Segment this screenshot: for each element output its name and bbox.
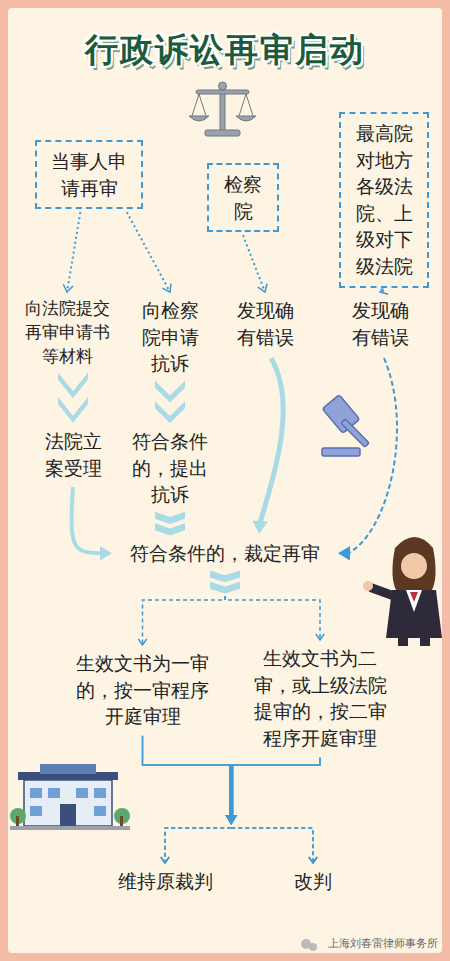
dotted-line <box>67 212 80 292</box>
node-text: 检察院 <box>217 171 269 224</box>
step-text: 符合条件的，裁定再审 <box>118 540 332 567</box>
arrow-head <box>161 857 169 863</box>
merge-arrow <box>229 765 233 816</box>
chevron-arrow <box>155 512 185 524</box>
node-text: 符合条件的，裁定再审 <box>118 540 332 567</box>
connector <box>143 736 318 863</box>
arrow-head <box>338 546 350 560</box>
source-box: 最高院对地方各级法院、上级对下级法院 <box>339 112 429 288</box>
arrow-head <box>252 521 268 534</box>
chevron-arrow <box>155 381 185 403</box>
arrow-head <box>309 857 317 863</box>
chevron-arrow <box>155 523 185 535</box>
arrow-head <box>316 634 324 640</box>
merge-line <box>231 757 320 765</box>
gavel-icon <box>322 395 369 456</box>
watermark-icon <box>301 939 317 951</box>
arrow-head <box>258 284 267 292</box>
step-text: 法院立案受理 <box>40 428 106 481</box>
connector <box>252 358 283 534</box>
diagram-title: 行政诉讼再审启动 <box>0 28 450 73</box>
step-text: 符合条件的，提出抗诉 <box>125 428 215 508</box>
connector <box>225 596 324 640</box>
node-text: 生效文书为一审的，按一审程序开庭审理 <box>75 650 210 730</box>
connector <box>143 736 238 863</box>
lawyer-figure <box>363 537 442 646</box>
bracket-line <box>143 596 226 645</box>
bracket-line <box>225 596 320 640</box>
connector <box>138 571 240 645</box>
arrow-head <box>138 639 146 645</box>
dashed-curve <box>348 358 397 553</box>
arrow-head <box>225 815 237 825</box>
node-text: 发现确有错误 <box>232 297 298 350</box>
bracket-line <box>231 828 313 863</box>
court-building <box>10 764 130 830</box>
chevron-arrow <box>58 372 88 398</box>
merge-arrow <box>229 765 233 816</box>
step-text: 向检察院申请抗诉 <box>136 297 204 377</box>
source-box: 检察院 <box>207 163 279 232</box>
merge-line <box>143 736 232 765</box>
merge-arrow <box>229 765 233 816</box>
node-text: 符合条件的，提出抗诉 <box>125 428 215 508</box>
arrow-head <box>225 815 237 825</box>
merge-arrow <box>229 765 233 816</box>
node-text: 维持原裁判 <box>110 868 220 895</box>
chevron-arrow <box>210 571 240 583</box>
node-text: 生效文书为二审，或上级法院提审的，按二审程序开庭审理 <box>245 645 395 751</box>
scales-icon <box>189 82 256 136</box>
step-text: 发现确有错误 <box>232 297 298 350</box>
step-text: 生效文书为一审的，按一审程序开庭审理 <box>75 650 210 730</box>
chevron-arrow <box>210 582 240 594</box>
source-box: 当事人申请再审 <box>35 140 143 209</box>
arrow-head <box>100 546 112 560</box>
step-text: 生效文书为二审，或上级法院提审的，按二审程序开庭审理 <box>245 645 395 751</box>
curved-arrow <box>259 358 283 526</box>
step-text: 改判 <box>280 868 346 895</box>
connector <box>127 212 171 292</box>
chevron-arrow <box>58 397 88 423</box>
bracket-line <box>165 828 231 863</box>
arrow-head <box>63 284 73 292</box>
watermark: 上海刘春雷律师事务所 <box>328 936 438 951</box>
node-text: 发现确有错误 <box>347 297 413 350</box>
connector <box>338 358 397 560</box>
node-text: 法院立案受理 <box>40 428 106 481</box>
connector <box>225 757 320 863</box>
node-text: 向法院提交再审申请书等材料 <box>22 297 112 368</box>
chevron-arrow <box>155 401 185 423</box>
node-text: 当事人申请再审 <box>45 148 133 201</box>
node-text: 最高院对地方各级法院、上级对下级法院 <box>349 120 419 280</box>
step-text: 维持原裁判 <box>110 868 220 895</box>
connector <box>243 235 267 292</box>
bracket-line <box>231 828 313 863</box>
dotted-line <box>127 212 170 292</box>
connector <box>72 487 112 560</box>
step-text: 发现确有错误 <box>347 297 413 350</box>
arrow-head <box>225 815 237 825</box>
merge-line <box>231 757 320 765</box>
merge-line <box>143 736 232 765</box>
arrow-head <box>162 284 171 292</box>
node-text: 向检察院申请抗诉 <box>136 297 204 377</box>
step-text: 向法院提交再审申请书等材料 <box>22 297 112 368</box>
curved-arrow <box>72 487 104 553</box>
arrow-head <box>225 815 237 825</box>
connector <box>155 381 185 423</box>
connector <box>58 372 88 422</box>
dotted-line <box>243 235 265 292</box>
connector <box>63 212 80 292</box>
connector <box>155 512 185 536</box>
connector <box>161 757 320 863</box>
bracket-line <box>165 828 231 863</box>
node-text: 改判 <box>280 868 346 895</box>
